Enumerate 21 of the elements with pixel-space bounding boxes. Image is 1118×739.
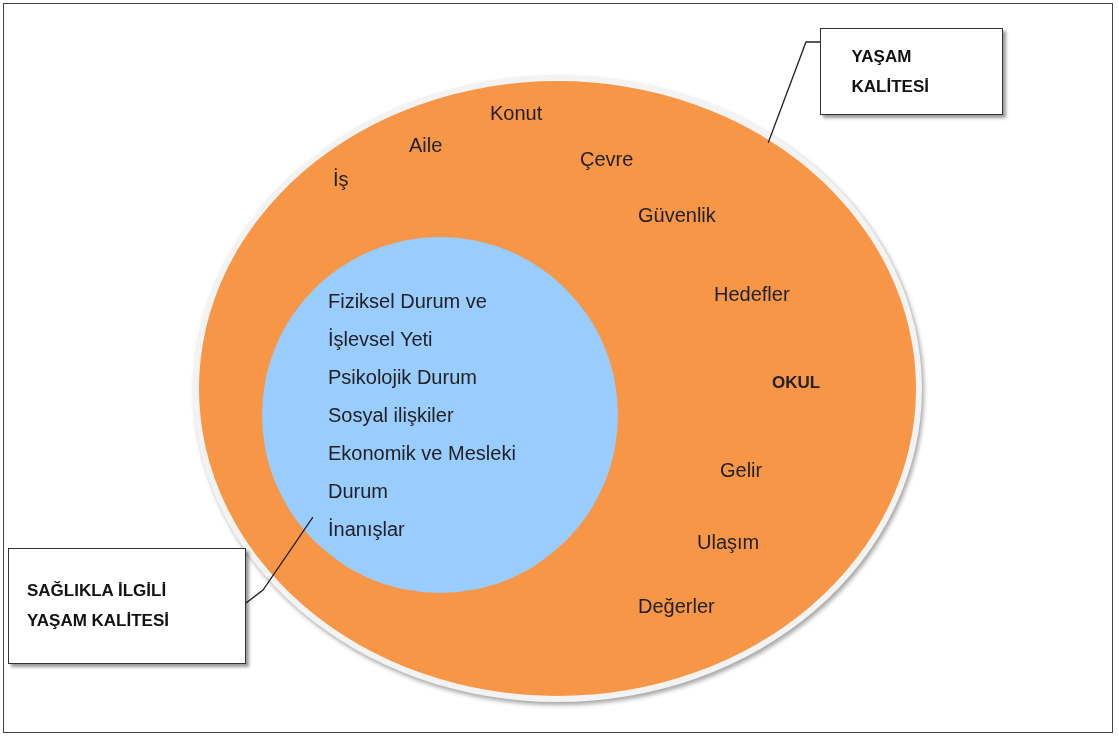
factor-label: Çevre bbox=[580, 147, 634, 171]
callout-box bbox=[8, 548, 246, 664]
factor-label: Psikolojik Durum bbox=[328, 365, 478, 390]
factor-label: Hedefler bbox=[714, 282, 790, 306]
leader-line bbox=[245, 516, 314, 604]
callout-label: YAŞAM KALİTESİ bbox=[851, 45, 930, 98]
factor-label: Konut bbox=[490, 101, 543, 125]
factor-label: Gelir bbox=[720, 458, 763, 482]
factor-label: İnanışlar bbox=[328, 517, 406, 542]
factor-label: Fiziksel Durum ve İşlevsel Yeti bbox=[328, 289, 488, 352]
leader-line bbox=[767, 41, 821, 144]
factor-label: Aile bbox=[409, 133, 443, 157]
callout-label: SAĞLIKLA İLGİLİ YAŞAM KALİTESİ bbox=[27, 580, 170, 632]
factor-label: OKUL bbox=[772, 372, 821, 394]
factor-label: Ekonomik ve Mesleki Durum bbox=[328, 441, 517, 504]
factor-label: İş bbox=[333, 167, 349, 191]
factor-label: Sosyal ilişkiler bbox=[328, 403, 455, 428]
callout-box bbox=[820, 28, 1003, 115]
factor-label: Değerler bbox=[638, 594, 715, 618]
factor-label: Ulaşım bbox=[697, 530, 760, 554]
factor-label: Güvenlik bbox=[638, 203, 716, 227]
